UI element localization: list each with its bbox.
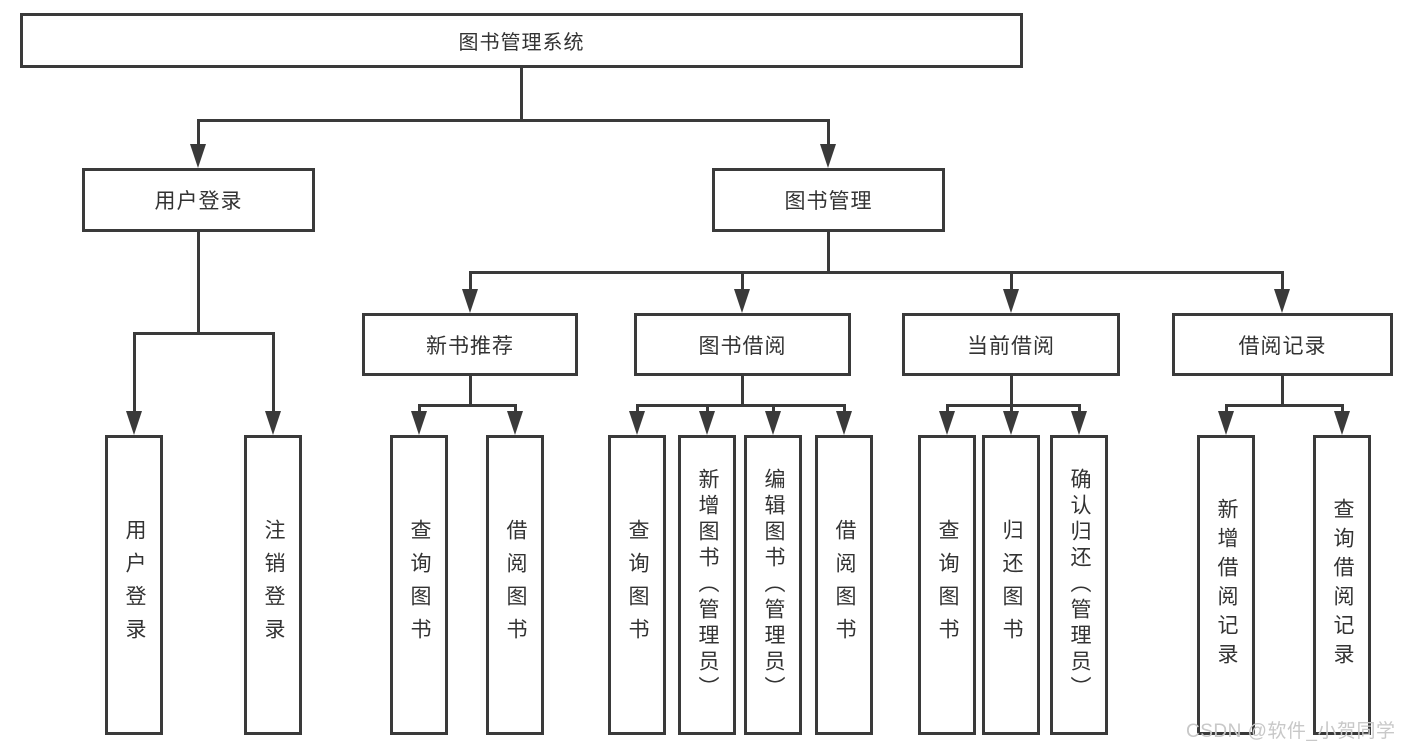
leaf-borrow-books: 借阅图书 — [815, 435, 873, 735]
arrow-down-icon — [126, 411, 142, 435]
arrow-down-icon — [1334, 411, 1350, 435]
connector-leaf-stem — [1225, 404, 1228, 415]
connector-records-branch — [1225, 404, 1344, 407]
node-book-management: 图书管理 — [712, 168, 945, 232]
connector-leaf-stem — [843, 404, 846, 415]
connector-bookmgmt-stem — [827, 232, 830, 274]
arrow-down-icon — [1218, 411, 1234, 435]
leaf-return-books: 归还图书 — [982, 435, 1040, 735]
connector-leaf-stem — [636, 404, 639, 415]
connector-l2-right-stem — [827, 119, 830, 149]
arrow-down-icon — [699, 411, 715, 435]
arrow-down-icon — [507, 411, 523, 435]
connector-l3-stem-1 — [469, 271, 472, 293]
connector-leaf-stem — [772, 404, 775, 415]
connector-userlogin-stem — [197, 232, 200, 335]
connector-l3-stem-4 — [1281, 271, 1284, 293]
arrow-down-icon — [820, 144, 836, 168]
connector-l2-left-stem — [197, 119, 200, 149]
connector-currentborrow-branch — [946, 404, 1081, 407]
node-user-login: 用户登录 — [82, 168, 315, 232]
arrow-down-icon — [765, 411, 781, 435]
node-root-library-system: 图书管理系统 — [20, 13, 1023, 68]
leaf-add-borrow-record: 新增借阅记录 — [1197, 435, 1255, 735]
arrow-down-icon — [939, 411, 955, 435]
node-current-borrow: 当前借阅 — [902, 313, 1120, 376]
leaf-query-books-borrow: 查询图书 — [608, 435, 666, 735]
arrow-down-icon — [265, 411, 281, 435]
leaf-edit-books-admin: 编辑图书（管理员） — [744, 435, 802, 735]
arrow-down-icon — [836, 411, 852, 435]
connector-leaf-stem — [514, 404, 517, 415]
csdn-watermark: CSDN @软件_小贺同学 — [1186, 721, 1396, 742]
arrow-down-icon — [190, 144, 206, 168]
leaf-user-login: 用户登录 — [105, 435, 163, 735]
leaf-borrow-books-recommend: 借阅图书 — [486, 435, 544, 735]
connector-recommend-branch — [418, 404, 517, 407]
connector-junction-stem-1 — [469, 376, 472, 407]
connector-junction-stem-4 — [1281, 376, 1284, 407]
connector-leaf-stem — [706, 404, 709, 415]
connector-l3-stem-3 — [1010, 271, 1013, 293]
connector-root-stem — [520, 68, 523, 121]
arrow-down-icon — [411, 411, 427, 435]
connector-leaf-stem — [1010, 404, 1013, 415]
connector-leaf-stem — [133, 332, 136, 415]
connector-leaf-stem — [946, 404, 949, 415]
node-borrow-records: 借阅记录 — [1172, 313, 1393, 376]
arrow-down-icon — [629, 411, 645, 435]
leaf-query-books-current: 查询图书 — [918, 435, 976, 735]
connector-userlogin-branch — [133, 332, 275, 335]
leaf-confirm-return-admin: 确认归还（管理员） — [1050, 435, 1108, 735]
node-new-book-recommend: 新书推荐 — [362, 313, 578, 376]
connector-junction-stem-3 — [1010, 376, 1013, 407]
connector-leaf-stem — [1078, 404, 1081, 415]
connector-l2-branch — [197, 119, 830, 122]
connector-junction-stem-2 — [741, 376, 744, 407]
arrow-down-icon — [734, 289, 750, 313]
connector-l3-branch — [469, 271, 1284, 274]
connector-leaf-stem — [418, 404, 421, 415]
arrow-down-icon — [1274, 289, 1290, 313]
leaf-add-books-admin: 新增图书（管理员） — [678, 435, 736, 735]
connector-l3-stem-2 — [741, 271, 744, 293]
arrow-down-icon — [462, 289, 478, 313]
leaf-query-books-recommend: 查询图书 — [390, 435, 448, 735]
connector-leaf-stem — [1341, 404, 1344, 415]
arrow-down-icon — [1071, 411, 1087, 435]
leaf-query-borrow-record: 查询借阅记录 — [1313, 435, 1371, 735]
connector-leaf-stem — [272, 332, 275, 415]
arrow-down-icon — [1003, 289, 1019, 313]
node-book-borrow: 图书借阅 — [634, 313, 851, 376]
leaf-logout: 注销登录 — [244, 435, 302, 735]
connector-bookborrow-branch — [636, 404, 846, 407]
arrow-down-icon — [1003, 411, 1019, 435]
